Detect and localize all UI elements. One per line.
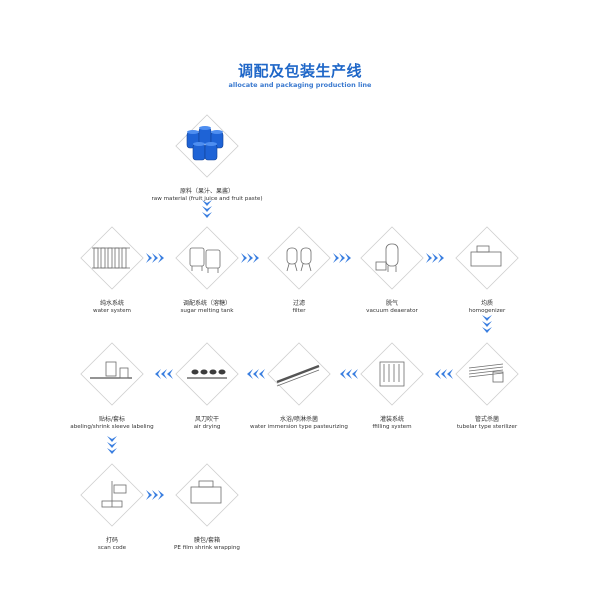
node-diamond-frame: [455, 226, 519, 290]
node-diamond-frame: [80, 342, 144, 406]
process-node: [80, 463, 144, 527]
flow-arrow-icon: [435, 369, 453, 379]
node-label-cn: 水浴/喷淋杀菌: [279, 416, 319, 423]
node-diamond-frame: [175, 226, 239, 290]
node-label-en: vacuum deaerator: [366, 308, 418, 314]
node-diamond-frame: [80, 463, 144, 527]
node-label-cn: 脱气: [385, 300, 398, 307]
sugar-tank-icon: [189, 247, 221, 273]
air-dryer-icon: [187, 369, 227, 379]
flow-arrow-icon: [146, 490, 164, 500]
node-label-en: water system: [93, 308, 131, 314]
flow-arrow-icon: [241, 253, 259, 263]
process-node: [80, 342, 144, 406]
node-label: 原料（果汁、果酱）raw material (fruit juice and f…: [137, 188, 277, 203]
node-label-en: abeling/shrink sleeve labeling: [70, 424, 154, 430]
flow-arrow-icon: [340, 369, 358, 379]
water-system-icon: [92, 247, 130, 269]
process-node: [455, 342, 519, 406]
node-label-cn: 调配系统（溶糖）: [182, 300, 231, 307]
filter-icon: [286, 247, 312, 272]
flow-arrow-icon: [107, 436, 117, 454]
node-label-en: homogenizer: [468, 308, 506, 314]
flow-arrow-icon: [426, 253, 444, 263]
node-diamond-frame: [267, 342, 331, 406]
node-diamond-frame: [175, 114, 239, 178]
node-label-en: air drying: [193, 424, 221, 430]
node-label-en: filter: [292, 308, 306, 314]
process-node: [175, 114, 239, 178]
process-node: [360, 342, 424, 406]
node-label-en: water immersion type pasteurizing: [250, 424, 348, 430]
process-node: [455, 226, 519, 290]
node-label-en: sugar melting tank: [180, 308, 234, 314]
node-label-en: tubelar type sterilizer: [456, 424, 518, 430]
node-label-cn: 贴标/套标: [98, 416, 126, 423]
process-node: [267, 226, 331, 290]
node-label-cn: 过滤: [292, 300, 305, 307]
node-label-en: PE film shrink wrapping: [174, 545, 240, 551]
labeling-machine-icon: [90, 361, 132, 379]
homogenizer-icon: [470, 245, 502, 267]
node-diamond-frame: [175, 463, 239, 527]
node-label-cn: 灌装系统: [379, 416, 404, 423]
process-node: [175, 463, 239, 527]
sterilizer-icon: [468, 363, 504, 383]
node-diamond-frame: [175, 342, 239, 406]
process-node: [175, 226, 239, 290]
page-title: 调配及包装生产线: [237, 62, 362, 80]
node-diamond-frame: [455, 342, 519, 406]
flow-arrow-icon: [333, 253, 351, 263]
node-label-cn: 均质: [480, 300, 493, 307]
node-label-en: scan code: [97, 545, 127, 551]
node-label-cn: 风刀吹干: [194, 416, 219, 423]
process-node: [360, 226, 424, 290]
flow-arrow-icon: [155, 369, 173, 379]
node-diamond-frame: [360, 226, 424, 290]
flow-arrow-icon: [482, 315, 492, 333]
node-label-cn: 膜包/套箱: [193, 537, 221, 544]
deaerator-icon: [375, 243, 399, 272]
node-label-cn: 打码: [105, 537, 118, 544]
flow-arrow-icon: [247, 369, 265, 379]
node-label: 调配系统（溶糖）sugar melting tank: [137, 300, 277, 315]
node-label-cn: 管式杀菌: [474, 416, 499, 423]
node-label-cn: 原料（果汁、果酱）: [179, 188, 234, 195]
shrink-wrapper-icon: [190, 480, 222, 504]
process-node: [175, 342, 239, 406]
page-subtitle: allocate and packaging production line: [228, 81, 372, 89]
raw-material-tanks-icon: [186, 126, 224, 161]
node-diamond-frame: [360, 342, 424, 406]
node-label-en: ffilling system: [372, 424, 412, 430]
coding-machine-icon: [101, 481, 127, 508]
process-node: [80, 226, 144, 290]
node-diamond-frame: [267, 226, 331, 290]
node-label-en: raw material (fruit juice and fruit past…: [151, 196, 263, 202]
node-label-cn: 纯水系统: [99, 300, 124, 307]
process-node: [267, 342, 331, 406]
pasteurizer-icon: [276, 364, 320, 387]
filling-system-icon: [379, 361, 405, 387]
flow-arrow-icon: [146, 253, 164, 263]
node-diamond-frame: [80, 226, 144, 290]
